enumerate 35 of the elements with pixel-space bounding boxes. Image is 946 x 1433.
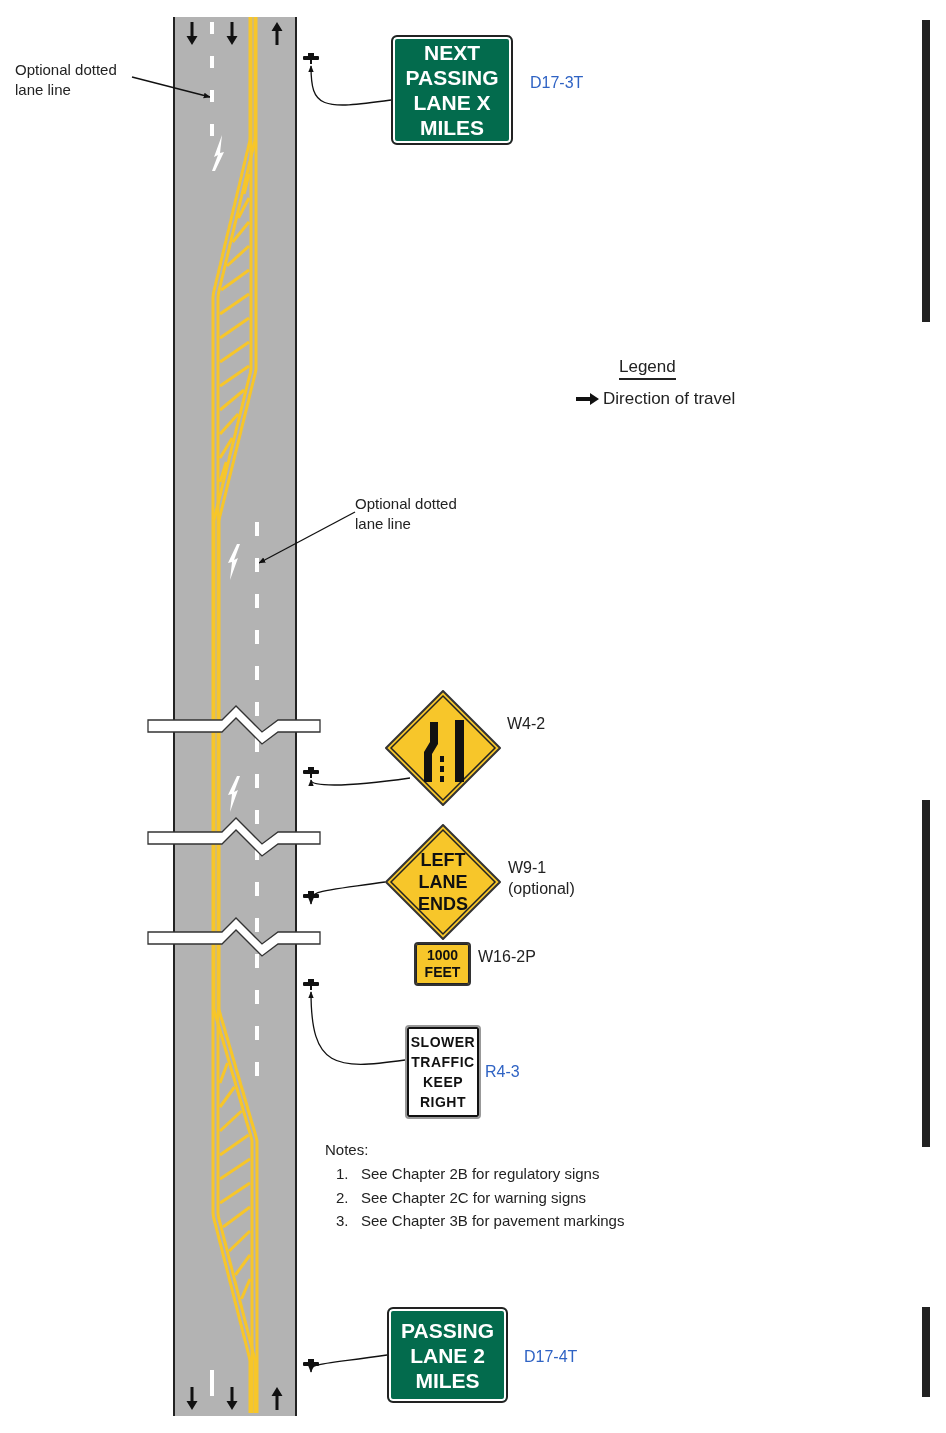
- note-number: 2.: [336, 1187, 350, 1208]
- sign-post-icon: [303, 767, 319, 778]
- leader-line: [308, 991, 406, 1065]
- sign-code: W9-1 (optional): [508, 858, 576, 899]
- sign-post-icon: [303, 53, 319, 64]
- note-number: 3.: [336, 1211, 350, 1231]
- note-text: See Chapter 2B for regulatory signs: [361, 1164, 600, 1184]
- legend-label: Direction of travel: [603, 388, 736, 410]
- note-number: 1.: [336, 1164, 350, 1184]
- sign-post-icon: [303, 979, 319, 990]
- warning-plaque: 1000 FEET: [414, 942, 471, 986]
- lane-line-dash: [210, 90, 214, 102]
- note-text: See Chapter 3B for pavement markings: [361, 1211, 625, 1231]
- regulatory-sign: SLOWER TRAFFIC KEEP RIGHT: [405, 1025, 481, 1119]
- guide-sign: NEXT PASSING LANE X MILES: [391, 35, 513, 145]
- sign-code: W4-2: [507, 714, 547, 734]
- leader-note: Optional dotted lane line: [15, 60, 118, 100]
- leader-line: [308, 881, 386, 905]
- notes-heading: Notes:: [325, 1140, 369, 1160]
- warning-sign: LEFT LANE ENDS: [385, 824, 501, 940]
- sign-code: D17-4T: [524, 1347, 579, 1367]
- leader-line: [308, 1354, 388, 1373]
- lane-line-dash: [255, 558, 259, 572]
- leader-line: [258, 511, 356, 564]
- legend-title: Legend: [619, 356, 676, 380]
- leader-line: [308, 65, 392, 106]
- sign-code: W16-2P: [478, 947, 537, 967]
- leader-note: Optional dotted lane line: [355, 494, 458, 534]
- sign-code: D17-3T: [530, 73, 585, 93]
- guide-sign: PASSING LANE 2 MILES: [387, 1307, 508, 1403]
- leader-line: [131, 76, 211, 99]
- note-text: See Chapter 2C for warning signs: [361, 1187, 587, 1208]
- lane-reduction-warning-sign: [385, 690, 501, 806]
- sign-code: R4-3: [485, 1062, 521, 1082]
- leader-line: [310, 777, 411, 787]
